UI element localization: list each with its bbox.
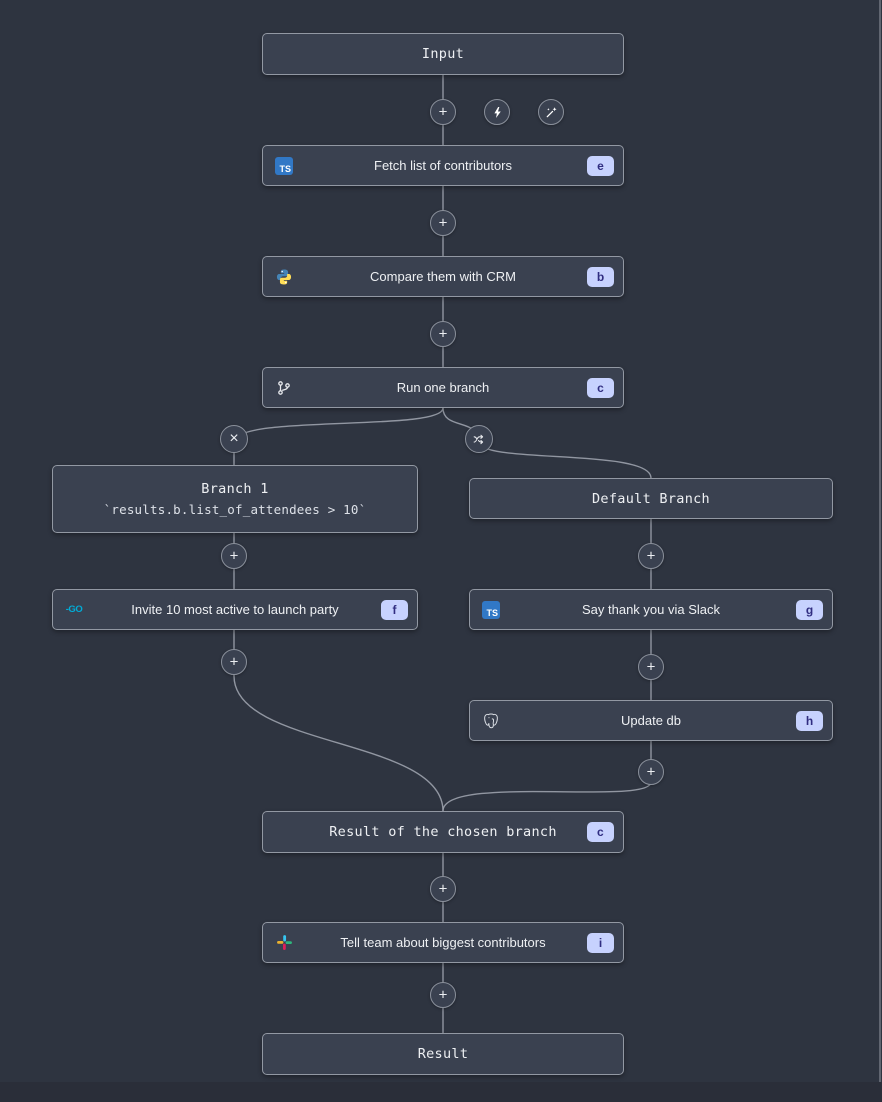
plus-icon: + bbox=[646, 658, 656, 675]
add-step-button[interactable]: + bbox=[430, 982, 456, 1008]
step-label: Fetch list of contributors bbox=[374, 157, 512, 173]
step-id-badge: h bbox=[796, 710, 823, 731]
branch-split-icon bbox=[473, 434, 484, 445]
input-node[interactable]: Input bbox=[262, 33, 624, 75]
typescript-icon-label: TS bbox=[486, 607, 498, 618]
step-label: Update db bbox=[621, 712, 681, 728]
branch-condition: `results.b.list_of_attendees > 10` bbox=[103, 502, 367, 517]
plus-icon: + bbox=[646, 547, 656, 564]
input-node-label: Input bbox=[421, 46, 465, 62]
add-step-button[interactable]: + bbox=[638, 654, 664, 680]
add-step-button[interactable]: + bbox=[430, 876, 456, 902]
plus-icon: + bbox=[646, 763, 656, 780]
step-node-fetch-contributors[interactable]: TS Fetch list of contributors e bbox=[262, 145, 624, 186]
result-node[interactable]: Result bbox=[262, 1033, 624, 1075]
postgresql-icon bbox=[481, 711, 501, 731]
add-step-button[interactable]: + bbox=[221, 649, 247, 675]
step-id-badge: f bbox=[381, 599, 408, 620]
close-icon: × bbox=[229, 430, 239, 447]
branch-title: Default Branch bbox=[592, 490, 710, 507]
python-icon bbox=[274, 267, 294, 287]
lightning-icon bbox=[493, 106, 501, 118]
step-node-invite-party[interactable]: -GO Invite 10 most active to launch part… bbox=[52, 589, 418, 630]
canvas-bottom-edge bbox=[0, 1082, 882, 1102]
plus-icon: + bbox=[438, 880, 448, 897]
scrollbar[interactable] bbox=[879, 0, 881, 1082]
plus-icon: + bbox=[438, 214, 448, 231]
add-step-button[interactable]: + bbox=[430, 210, 456, 236]
step-id-badge: i bbox=[587, 932, 614, 953]
edge bbox=[233, 407, 444, 465]
step-node-update-db[interactable]: Update db h bbox=[469, 700, 833, 741]
step-label: Say thank you via Slack bbox=[581, 601, 721, 617]
remove-branch-button[interactable]: × bbox=[220, 425, 248, 453]
result-node-label: Result bbox=[417, 1046, 469, 1062]
slack-icon bbox=[274, 933, 294, 953]
plus-icon: + bbox=[438, 986, 448, 1003]
edge bbox=[442, 741, 652, 812]
add-step-button[interactable]: + bbox=[638, 543, 664, 569]
go-icon-label: -GO bbox=[65, 604, 83, 615]
step-id-badge: c bbox=[587, 822, 614, 842]
magic-wand-icon bbox=[546, 106, 557, 117]
edge bbox=[233, 630, 444, 812]
add-step-button[interactable]: + bbox=[221, 543, 247, 569]
ai-generate-button[interactable] bbox=[538, 99, 564, 125]
typescript-icon-label: TS bbox=[279, 163, 291, 174]
plus-icon: + bbox=[438, 325, 448, 342]
branch-title: Branch 1 bbox=[201, 481, 269, 497]
plus-icon: + bbox=[229, 547, 239, 564]
step-id-badge: e bbox=[587, 155, 614, 176]
add-step-button[interactable]: + bbox=[430, 321, 456, 347]
step-label: Compare them with CRM bbox=[370, 268, 516, 284]
branch-result-label: Result of the chosen branch bbox=[329, 824, 557, 840]
step-node-tell-team[interactable]: Tell team about biggest contributors i bbox=[262, 922, 624, 963]
branch-result-node[interactable]: Result of the chosen branch c bbox=[262, 811, 624, 853]
trigger-button[interactable] bbox=[484, 99, 510, 125]
branch-node-default[interactable]: Default Branch bbox=[469, 478, 833, 519]
typescript-icon: TS bbox=[274, 156, 294, 176]
step-label: Tell team about biggest contributors bbox=[340, 934, 546, 950]
add-step-button[interactable]: + bbox=[638, 759, 664, 785]
step-node-compare-crm[interactable]: Compare them with CRM b bbox=[262, 256, 624, 297]
add-step-button[interactable]: + bbox=[430, 99, 456, 125]
step-id-badge: c bbox=[587, 377, 614, 398]
step-id-badge: g bbox=[796, 599, 823, 620]
branch-split-button[interactable] bbox=[465, 425, 493, 453]
go-icon: -GO bbox=[64, 600, 84, 620]
step-label: Run one branch bbox=[396, 379, 490, 395]
step-node-run-one-branch[interactable]: Run one branch c bbox=[262, 367, 624, 408]
branch-node-branch-1[interactable]: Branch 1 `results.b.list_of_attendees > … bbox=[52, 465, 418, 533]
step-id-badge: b bbox=[587, 266, 614, 287]
plus-icon: + bbox=[438, 103, 448, 120]
plus-icon: + bbox=[229, 653, 239, 670]
step-label: Invite 10 most active to launch party bbox=[131, 601, 339, 617]
typescript-icon: TS bbox=[481, 600, 501, 620]
git-branch-icon bbox=[274, 378, 294, 398]
step-node-slack-thanks[interactable]: TS Say thank you via Slack g bbox=[469, 589, 833, 630]
